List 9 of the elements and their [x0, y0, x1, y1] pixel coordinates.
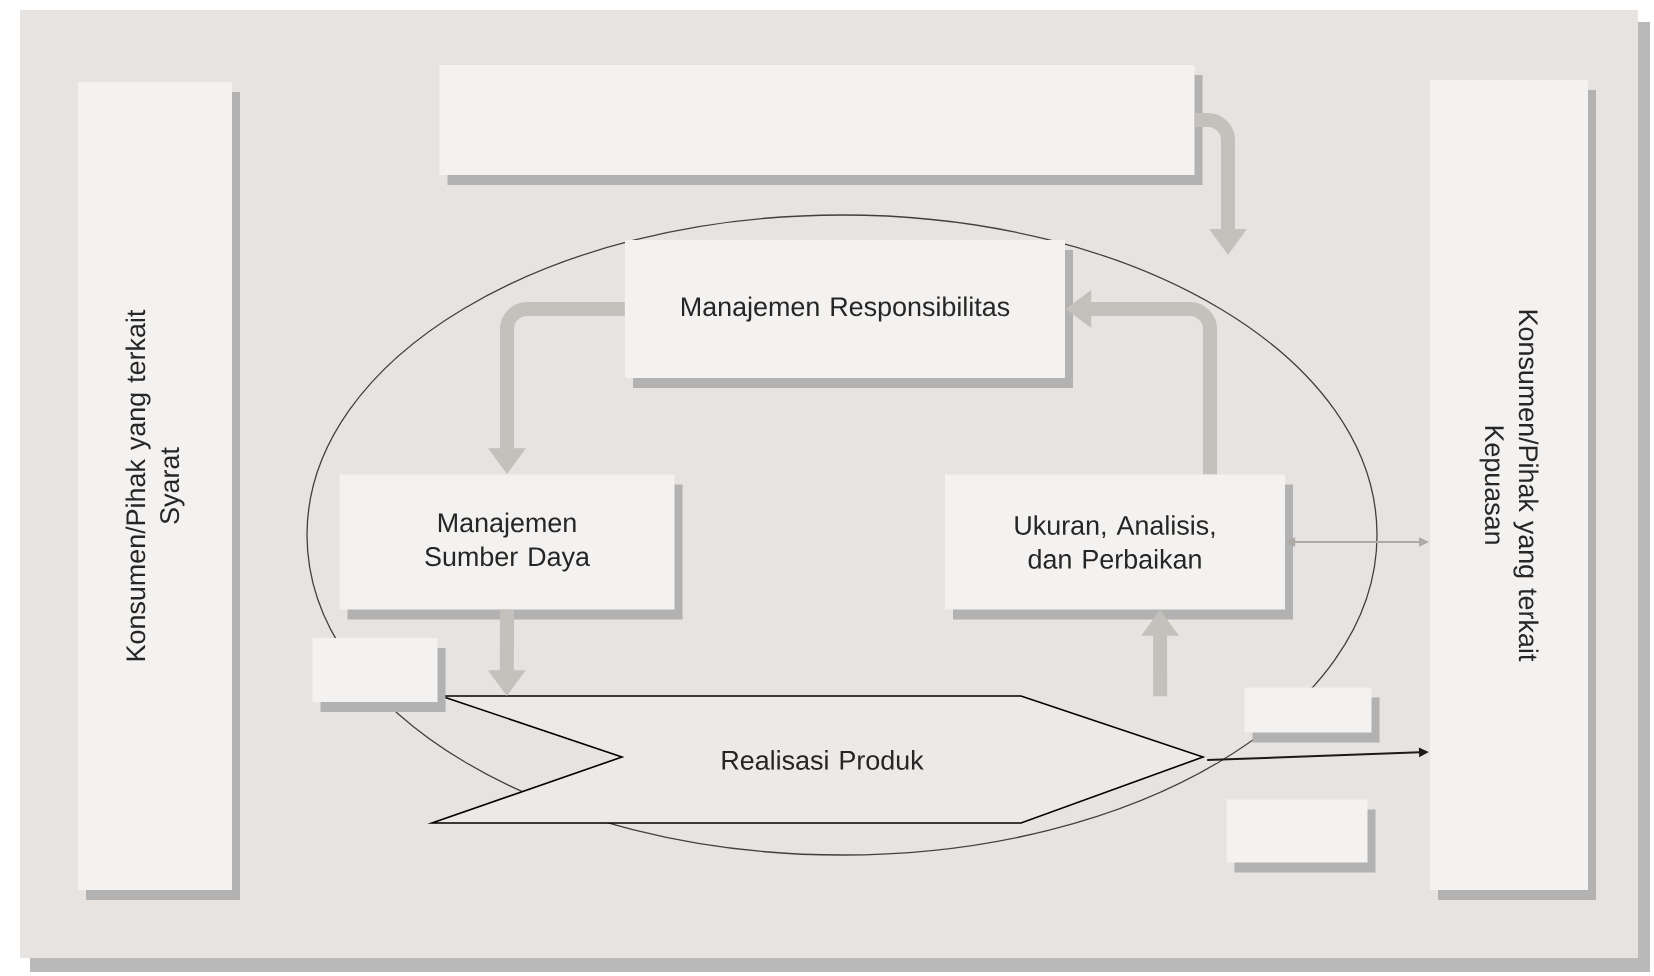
process-box: Manajemen Responsibilitas [625, 240, 1073, 388]
stakeholder-band: Konsumen/Pihak yang terkait Kepuasan [1430, 80, 1596, 900]
process-box [312, 638, 446, 712]
process-box [1244, 687, 1380, 743]
process-box [439, 65, 1203, 185]
process-box [1226, 799, 1376, 873]
stakeholder-band: Konsumen/Pihak yang terkait Syarat [78, 82, 240, 900]
process-box: Ukuran, Analisis, dan Perbaikan [945, 474, 1293, 620]
process-box: Manajemen Sumber Daya [339, 474, 683, 620]
